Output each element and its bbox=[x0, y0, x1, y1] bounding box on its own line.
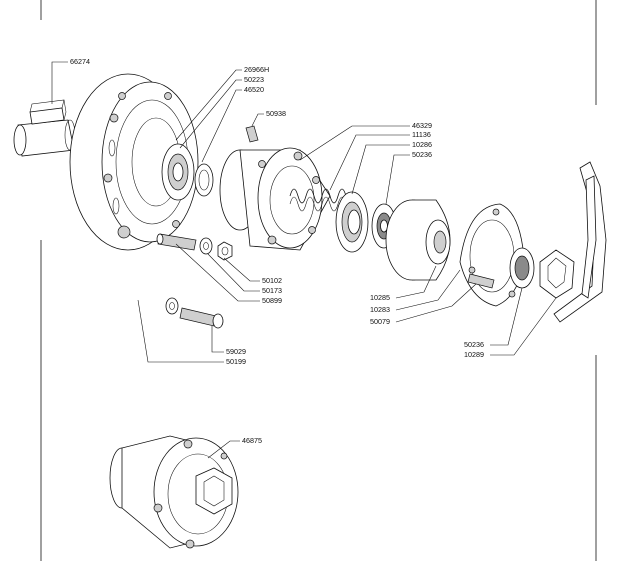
label-10283: 10283 bbox=[370, 305, 390, 314]
label-50938: 50938 bbox=[266, 109, 286, 118]
label-46520: 46520 bbox=[244, 85, 264, 94]
label-50199: 50199 bbox=[226, 357, 246, 366]
screw-50079-part bbox=[467, 273, 495, 289]
spring-pin-part bbox=[245, 125, 259, 143]
label-46329: 46329 bbox=[412, 121, 432, 130]
lever-part bbox=[553, 161, 607, 323]
label-50102: 50102 bbox=[262, 276, 282, 285]
label-50236-upper: 50236 bbox=[412, 150, 432, 159]
housing-disc-part bbox=[69, 73, 199, 251]
bearing-50236-lower-part bbox=[509, 247, 535, 289]
assembled-unit-46875-part bbox=[109, 435, 239, 549]
nut-10289-part bbox=[539, 249, 575, 299]
nut-50102-part bbox=[217, 241, 233, 261]
label-11136: 11136 bbox=[412, 130, 431, 139]
washer-59029-part bbox=[165, 297, 179, 315]
label-50173: 50173 bbox=[262, 286, 282, 295]
washer-50899-part bbox=[199, 237, 213, 255]
label-50236-lower: 50236 bbox=[464, 340, 484, 349]
seal-46520-part bbox=[194, 163, 214, 197]
label-50899: 50899 bbox=[262, 296, 282, 305]
spring-part bbox=[289, 188, 347, 212]
part-labels: 66274 26966H 50223 46520 50938 46329 111… bbox=[70, 57, 484, 445]
label-59029: 59029 bbox=[226, 347, 246, 356]
cup-10285-part bbox=[385, 199, 451, 281]
screw-50173-part bbox=[156, 233, 197, 251]
label-10286: 10286 bbox=[412, 140, 432, 149]
label-50079: 50079 bbox=[370, 317, 390, 326]
drive-shaft-part bbox=[13, 99, 76, 157]
label-10289: 10289 bbox=[464, 350, 484, 359]
label-50223: 50223 bbox=[244, 75, 264, 84]
label-46875: 46875 bbox=[242, 436, 262, 445]
bearing-50223-part bbox=[161, 143, 195, 201]
ring-10286-part bbox=[335, 191, 369, 253]
clutch-body-part bbox=[219, 147, 331, 251]
label-26966h: 26966H bbox=[244, 65, 269, 74]
leader-lines bbox=[51, 61, 557, 459]
page-margin-lines bbox=[40, 0, 597, 561]
screw-50199-part bbox=[179, 307, 224, 329]
label-66274: 66274 bbox=[70, 57, 90, 66]
label-10285: 10285 bbox=[370, 293, 390, 302]
